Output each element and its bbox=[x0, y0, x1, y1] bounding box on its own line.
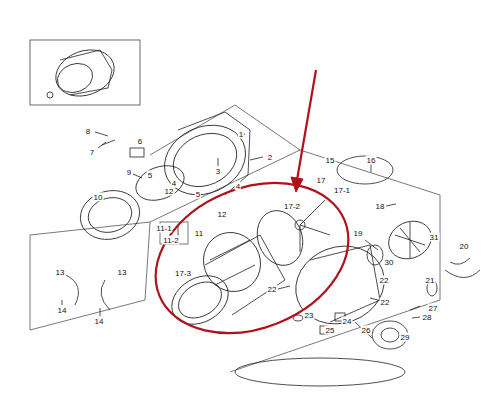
callout-number: 22 bbox=[267, 285, 278, 294]
callout-number: 17-2 bbox=[283, 202, 301, 211]
callout-number: 21 bbox=[425, 276, 436, 285]
callout-number: 12 bbox=[217, 210, 228, 219]
callout-number: 29 bbox=[400, 333, 411, 342]
callout-number: 20 bbox=[459, 242, 470, 251]
callout-number: 22 bbox=[380, 298, 391, 307]
callout-number: 26 bbox=[361, 326, 372, 335]
callout-number: 17 bbox=[316, 176, 327, 185]
callout-number: 11 bbox=[194, 229, 204, 238]
callout-number: 23 bbox=[304, 311, 315, 320]
callout-number: 13 bbox=[117, 268, 128, 277]
callout-number: 18 bbox=[375, 202, 386, 211]
callout-number: 9 bbox=[126, 168, 132, 177]
callout-number: 3 bbox=[215, 167, 221, 176]
callout-number: 28 bbox=[422, 313, 433, 322]
callout-number: 4 bbox=[235, 182, 241, 191]
callout-number: 1 bbox=[238, 130, 244, 139]
callout-number: 19 bbox=[353, 229, 364, 238]
callout-number: 8 bbox=[85, 127, 91, 136]
callout-number: 5 bbox=[147, 171, 153, 180]
callout-number: 27 bbox=[428, 304, 439, 313]
callout-number: 6 bbox=[137, 137, 143, 146]
callout-number: 16 bbox=[366, 156, 377, 165]
callout-number: 10 bbox=[93, 193, 104, 202]
callout-number: 7 bbox=[89, 148, 95, 157]
callout-number: 30 bbox=[384, 258, 395, 267]
callout-number: 14 bbox=[94, 317, 105, 326]
callout-number: 11-2 bbox=[162, 236, 179, 245]
callout-number: 17-1 bbox=[333, 186, 351, 195]
callout-number: 24 bbox=[342, 317, 353, 326]
callout-number: 17-3 bbox=[174, 269, 192, 278]
callout-number: 14 bbox=[57, 306, 68, 315]
callout-number: 15 bbox=[325, 156, 336, 165]
callout-number: 13 bbox=[55, 268, 66, 277]
callout-number: 22 bbox=[379, 276, 390, 285]
callout-number: 12 bbox=[164, 187, 175, 196]
callout-number: 25 bbox=[325, 326, 336, 335]
callout-number: 2 bbox=[267, 153, 273, 162]
callout-number: 11-1 bbox=[155, 224, 172, 233]
callout-number: 31 bbox=[429, 233, 440, 242]
callout-number: 5 bbox=[195, 190, 201, 199]
